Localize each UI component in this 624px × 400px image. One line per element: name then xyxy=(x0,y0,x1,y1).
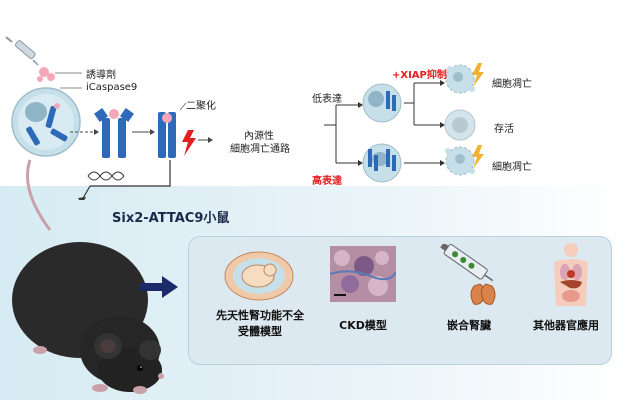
outcome-apoptosis-2: 細胞凋亡 xyxy=(492,162,532,173)
outcome-apoptosis-1: 細胞凋亡 xyxy=(492,79,532,90)
pathway-label-line2: 細胞凋亡通路 xyxy=(230,144,290,155)
dimerize-label: 二聚化 xyxy=(186,101,216,112)
inducer-label: 誘導劑 xyxy=(86,70,116,81)
icaspase9-dimer-icon xyxy=(158,112,176,158)
high-expression-cell-icon xyxy=(362,143,402,183)
dna-icon xyxy=(87,171,125,181)
app-congenital-label-line1: 先天性腎功能不全 xyxy=(216,309,304,322)
lightning-yellow-icon xyxy=(472,63,484,87)
mouse-icon xyxy=(12,159,164,394)
lightning-yellow-icon xyxy=(472,145,484,169)
histology-image-icon xyxy=(330,246,396,302)
applications-panel xyxy=(188,236,612,365)
organs-torso-icon xyxy=(554,243,588,306)
app-chimeric-kidney-label: 嵌合腎臟 xyxy=(447,319,491,332)
high-expression-label: 高表達 xyxy=(312,176,342,187)
fetus-icon xyxy=(224,251,294,301)
mechanism-diagram xyxy=(5,36,213,200)
low-expression-cell-icon xyxy=(362,83,402,123)
expression-diagram xyxy=(324,63,484,183)
app-other-organs-label: 其他器官應用 xyxy=(533,319,599,332)
app-congenital-label-line2: 受體模型 xyxy=(238,325,282,338)
syringe-icon xyxy=(5,36,39,66)
apoptotic-cell-icon xyxy=(445,64,475,94)
inducer-drop-icon xyxy=(39,67,49,77)
apoptotic-cell-icon xyxy=(445,146,475,176)
chimeric-kidney-icon xyxy=(440,244,496,305)
app-ckd-label: CKD模型 xyxy=(339,319,387,332)
outcome-survival: 存活 xyxy=(494,124,514,135)
icaspase9-label: iCaspase9 xyxy=(86,82,138,93)
right-arrow-icon xyxy=(140,276,178,298)
lightning-red-icon xyxy=(182,130,196,156)
pathway-label-line1: 內源性 xyxy=(244,131,274,142)
low-expression-label: 低表達 xyxy=(312,94,342,105)
icaspase9-monomer-icon xyxy=(94,108,134,158)
mouse-title: Six2-ATTAC9小鼠 xyxy=(112,211,230,226)
surviving-cell-icon xyxy=(444,109,476,141)
cell-icon xyxy=(11,87,81,157)
xiap-inhibition-label: +XIAP抑制 xyxy=(392,70,447,81)
